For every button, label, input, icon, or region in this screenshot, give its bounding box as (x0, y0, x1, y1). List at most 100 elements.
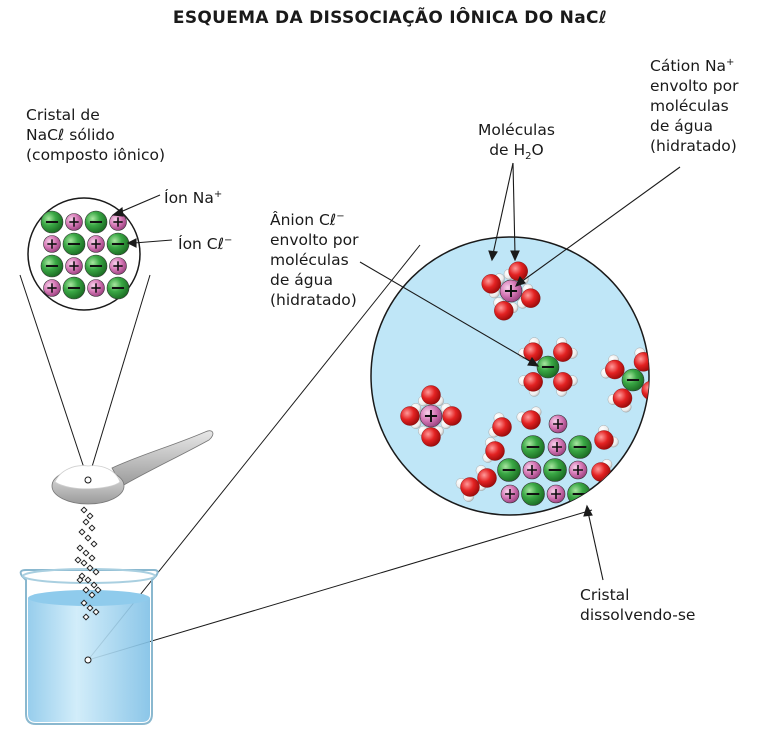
water-molecule (482, 437, 505, 463)
salt-grain (84, 576, 92, 584)
water-molecule (493, 297, 519, 321)
cl-ion (40, 254, 64, 278)
na-ion (65, 257, 83, 275)
cl-ion (106, 232, 130, 256)
salt-grain (82, 549, 90, 557)
salt-grain (86, 604, 94, 612)
label-ion-na-charge: + (213, 189, 223, 200)
na-ion (547, 437, 567, 457)
label-cation-line3: moléculas (650, 97, 729, 116)
salt-grain (88, 591, 96, 599)
salt-grain (90, 540, 98, 548)
water-molecule (553, 337, 578, 362)
salt-grain (76, 544, 84, 552)
salt-grain (80, 559, 88, 567)
label-ion-na-text: Íon Na (164, 189, 214, 208)
label-crystal-solid: Cristal de NaCℓ sólido (composto iônico) (26, 105, 165, 165)
cl-ion (536, 355, 560, 379)
label-dissolving-line1: Cristal (580, 586, 630, 604)
na-ion (522, 460, 542, 480)
label-dissolving-line2: dissolvendo-se (580, 606, 696, 624)
salt-grain (82, 613, 90, 621)
label-cation-hydrated: Cátion Na+ envolto por moléculas de água… (650, 53, 739, 156)
na-ion (87, 279, 105, 297)
na-ion (546, 484, 566, 504)
label-cation-line4: de água (650, 117, 713, 136)
label-ion-na: Íon Na+ (164, 185, 222, 208)
salt-grain (76, 576, 84, 584)
water-molecule (400, 403, 422, 429)
salt-grain (88, 554, 96, 562)
solution-content (400, 261, 649, 506)
cl-ion (106, 276, 130, 300)
label-anion-line1: Ânion Cℓ (270, 211, 337, 230)
cl-ion (621, 368, 645, 392)
label-anion-line3: moléculas (270, 251, 349, 270)
water-molecule (418, 385, 444, 407)
cl-ion (62, 232, 86, 256)
cl-ion (84, 254, 108, 278)
water-molecule (607, 388, 633, 413)
label-cation-line2: envolto por (650, 77, 739, 96)
label-crystal-dissolving: Cristal dissolvendo-se (580, 585, 695, 625)
pointer-arrows (111, 162, 681, 581)
water-molecule (553, 372, 578, 397)
label-crystal-solid-line3: (composto iônico) (26, 146, 166, 164)
label-water-line1: Moléculas (478, 121, 555, 139)
label-anion-line4: de água (270, 271, 333, 290)
na-ion (87, 235, 105, 253)
cl-ion (84, 210, 108, 234)
water-molecule (600, 354, 625, 380)
label-ion-cl: Íon Cℓ− (178, 231, 232, 254)
label-anion-line2: envolto por (270, 231, 359, 250)
salt-grain (78, 528, 86, 536)
page-title: ESQUEMA DA DISSOCIAÇÃO IÔNICA DO NaCℓ (172, 8, 608, 28)
label-water-suffix: O (531, 141, 544, 159)
salt-grain (80, 599, 88, 607)
salt-grain (90, 581, 98, 589)
salt-grains-icon (74, 506, 102, 621)
label-crystal-solid-line2: NaCℓ sólido (26, 126, 115, 144)
label-anion-hydrated: Ânion Cℓ− envolto por moléculas de água … (270, 207, 359, 310)
salt-grain (86, 564, 94, 572)
na-ion (65, 213, 83, 231)
water-molecule (418, 425, 444, 447)
salt-grain (94, 586, 102, 594)
na-ion (43, 279, 61, 297)
na-ion (500, 484, 520, 504)
label-anion-line5: (hidratado) (270, 291, 357, 310)
salt-grain (82, 518, 90, 526)
na-ion (109, 257, 127, 275)
salt-grain (88, 524, 96, 532)
na-ion (43, 235, 61, 253)
label-water-prefix: de H (489, 141, 526, 159)
cl-ion (543, 458, 567, 482)
water-molecule (481, 273, 505, 299)
water-molecule (440, 403, 462, 429)
cl-ion (40, 210, 64, 234)
salt-grain (92, 608, 100, 616)
beaker-icon (19, 568, 159, 725)
label-water-molecules: Moléculas de H2O (478, 120, 555, 167)
spoon-icon (51, 430, 214, 505)
label-anion-charge: − (336, 211, 345, 222)
cl-ion (62, 276, 86, 300)
label-cation-line5: (hidratado) (650, 137, 737, 156)
label-ion-cl-text: Íon Cℓ (178, 235, 225, 254)
cl-ion (521, 482, 545, 506)
salt-grain (74, 556, 82, 564)
label-cation-line1: Cátion Na (650, 57, 727, 76)
beaker-zoom-point (84, 656, 92, 664)
water-molecule (594, 425, 619, 450)
label-water-sub: 2 (525, 151, 532, 163)
salt-grain (80, 506, 88, 514)
spoon-zoom-point (84, 476, 92, 484)
cl-ion (497, 458, 521, 482)
water-molecule (517, 283, 541, 309)
label-ion-cl-charge: − (224, 235, 233, 246)
water-molecule (503, 261, 529, 285)
salt-grain (86, 512, 94, 520)
salt-grain (82, 586, 90, 594)
